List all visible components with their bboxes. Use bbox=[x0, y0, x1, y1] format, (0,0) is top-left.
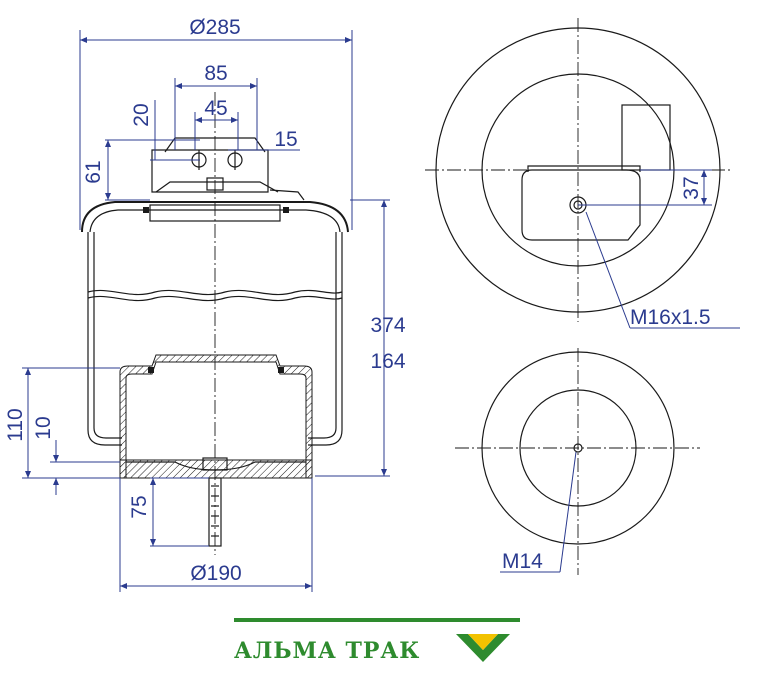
dim-85: 85 bbox=[204, 62, 227, 85]
brand-name: АЛЬМА ТРАК bbox=[234, 638, 421, 664]
dim-20: 20 bbox=[130, 103, 153, 126]
brand-underline bbox=[234, 618, 520, 622]
dim-374: 374 bbox=[370, 314, 405, 337]
side-dimensions bbox=[22, 30, 390, 592]
callout-m16: M16x1.5 bbox=[630, 306, 711, 329]
dim-164: 164 bbox=[370, 350, 405, 373]
callout-m14: M14 bbox=[502, 550, 543, 573]
dim-diameter-285: Ø285 bbox=[189, 16, 240, 39]
dim-diameter-190: Ø190 bbox=[190, 562, 241, 585]
dim-15: 15 bbox=[274, 128, 297, 151]
chevron-logo-icon bbox=[456, 634, 510, 662]
dim-37: 37 bbox=[680, 176, 703, 199]
dim-10: 10 bbox=[32, 416, 55, 439]
side-view bbox=[81, 92, 349, 555]
dim-61: 61 bbox=[82, 160, 105, 183]
dim-75: 75 bbox=[128, 495, 151, 518]
dim-110: 110 bbox=[4, 408, 27, 441]
brand-footer: АЛЬМА ТРАК bbox=[234, 618, 520, 674]
top-view bbox=[425, 18, 740, 329]
dim-45: 45 bbox=[204, 97, 227, 120]
bottom-view bbox=[455, 348, 700, 575]
